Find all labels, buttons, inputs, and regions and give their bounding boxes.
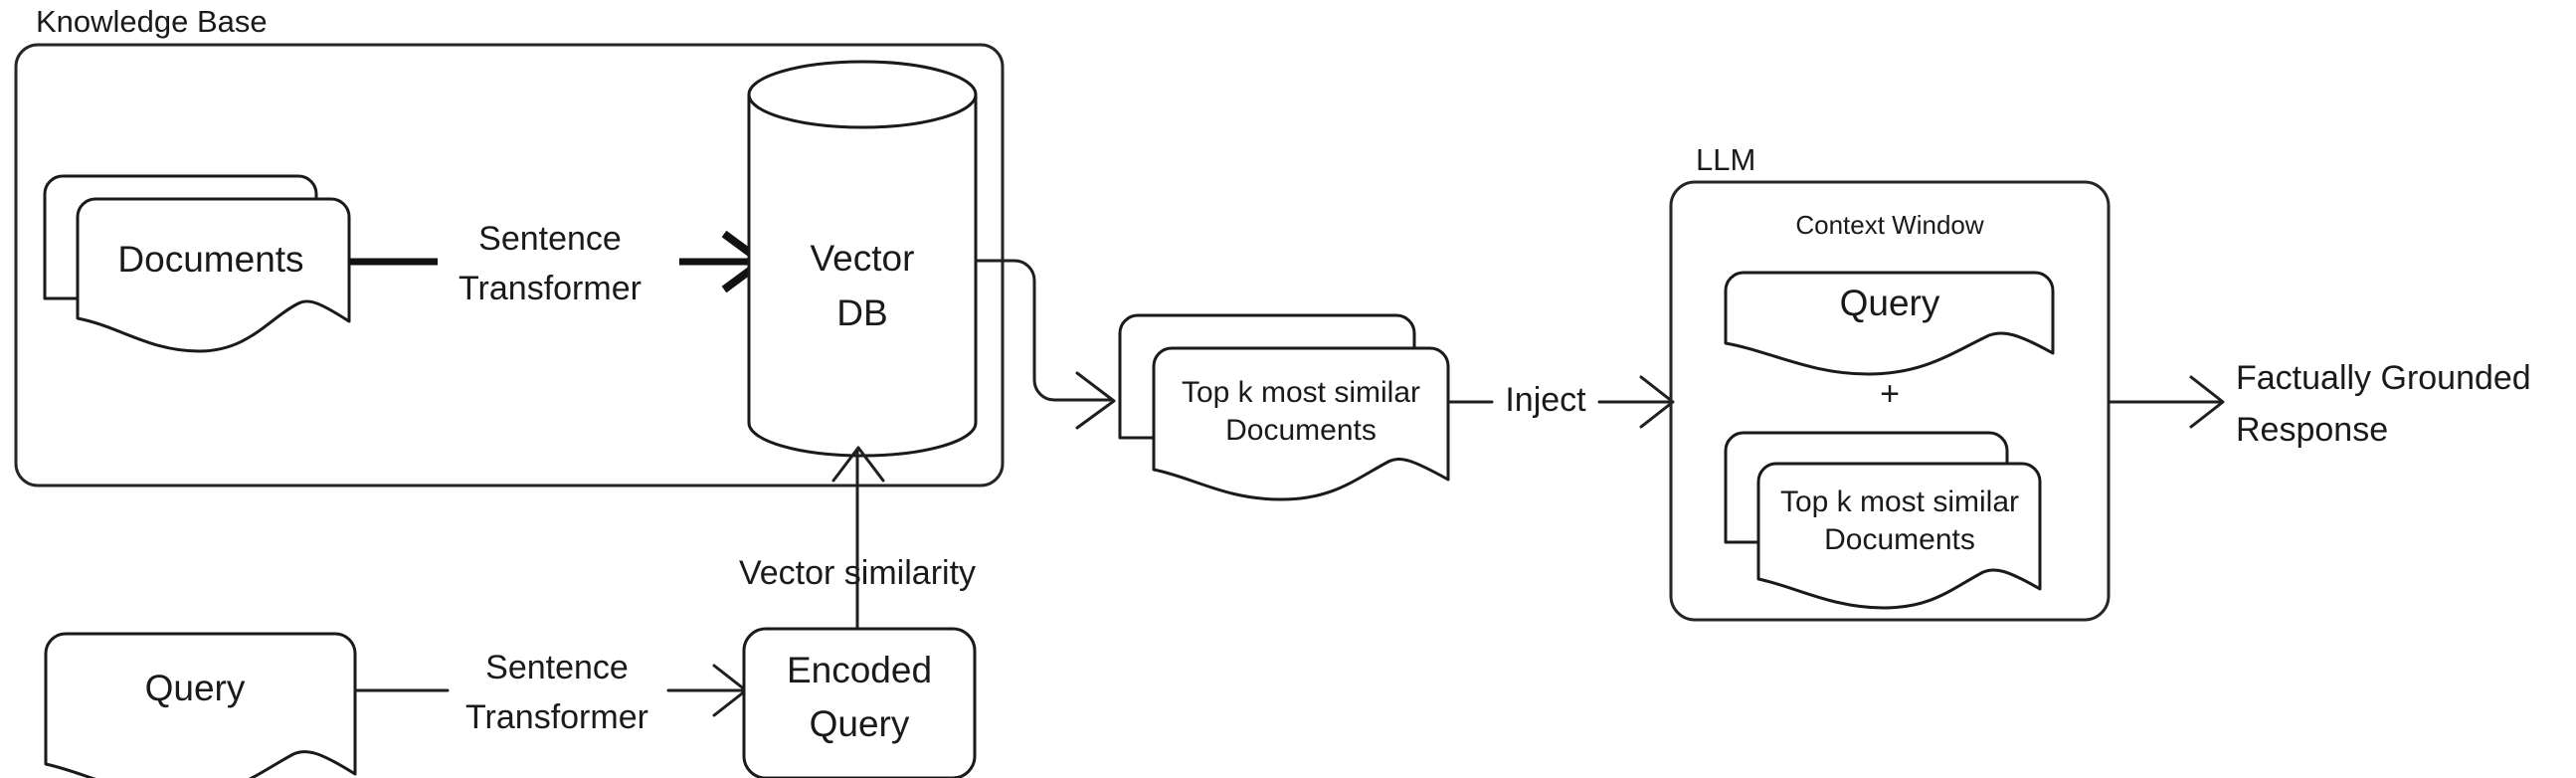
query-card: [44, 632, 357, 778]
llm-query-node[interactable]: Query: [1724, 271, 2055, 376]
vectordb-to-topk-line: [974, 259, 1112, 402]
encoded-query-node[interactable]: Encoded Query: [742, 627, 977, 778]
llm-topk-front-card: [1756, 462, 2042, 610]
vector-similarity-arrowhead: [831, 446, 885, 483]
llm-label: LLM: [1696, 142, 1755, 177]
vector-db-top-ellipse: [747, 60, 978, 129]
query-sentence-transformer-label-line2: Transformer: [465, 698, 648, 736]
encoded-query-box: [742, 627, 977, 778]
llm-topk-documents-node[interactable]: Top k most similar Documents: [1724, 431, 2042, 610]
topk-to-llm-edge: Inject: [1446, 375, 1675, 429]
vector-db-body: [747, 93, 978, 458]
inject-arrowhead: [1639, 375, 1675, 429]
llm-to-response-edge: Factually Grounded Response: [2107, 359, 2531, 449]
llm-to-response-arrowhead: [2189, 375, 2225, 429]
sentence-transformer-label-line1: Sentence: [478, 220, 622, 258]
topk-front-card: [1152, 346, 1450, 501]
llm-topk-label-line1: Top k most similar: [1780, 486, 2019, 518]
query-to-encoded-edge: Sentence Transformer: [353, 649, 748, 736]
knowledge-base-label: Knowledge Base: [36, 4, 268, 39]
topk-label-line1: Top k most similar: [1182, 376, 1420, 409]
query-sentence-transformer-label-line1: Sentence: [485, 649, 629, 686]
vector-db-label-line2: DB: [836, 292, 887, 333]
inject-label: Inject: [1505, 381, 1586, 419]
query-node[interactable]: Query: [44, 632, 357, 778]
documents-front-card: [76, 197, 351, 353]
vectordb-to-topk-arrowhead: [1075, 371, 1116, 430]
query-label: Query: [145, 668, 246, 708]
topk-documents-node[interactable]: Top k most similar Documents: [1118, 313, 1450, 501]
vector-similarity-label: Vector similarity: [739, 554, 976, 592]
response-label-line2: Response: [2236, 411, 2388, 449]
sentence-transformer-label-line2: Transformer: [459, 270, 642, 307]
vector-db-node[interactable]: Vector DB: [747, 60, 978, 458]
llm-topk-label-line2: Documents: [1824, 523, 1975, 556]
llm-query-card: [1724, 271, 2055, 376]
response-label-line1: Factually Grounded: [2236, 359, 2531, 397]
knowledge-base-box: [14, 43, 1005, 487]
encoded-query-label-line2: Query: [810, 703, 910, 744]
vector-db-label-line1: Vector: [811, 238, 915, 279]
knowledge-base-container: Knowledge Base: [14, 4, 1005, 487]
plus-operator-label: +: [1880, 375, 1900, 413]
llm-query-label: Query: [1840, 283, 1940, 323]
context-window-label: Context Window: [1795, 210, 1984, 240]
documents-to-vectordb-edge: Sentence Transformer: [349, 220, 769, 307]
vectordb-to-topk-edge: [974, 259, 1116, 430]
documents-label: Documents: [117, 239, 303, 280]
encoded-to-vectordb-edge: Vector similarity: [739, 446, 976, 639]
encoded-query-label-line1: Encoded: [787, 650, 932, 690]
topk-label-line2: Documents: [1225, 414, 1377, 447]
documents-node[interactable]: Documents: [43, 174, 351, 353]
